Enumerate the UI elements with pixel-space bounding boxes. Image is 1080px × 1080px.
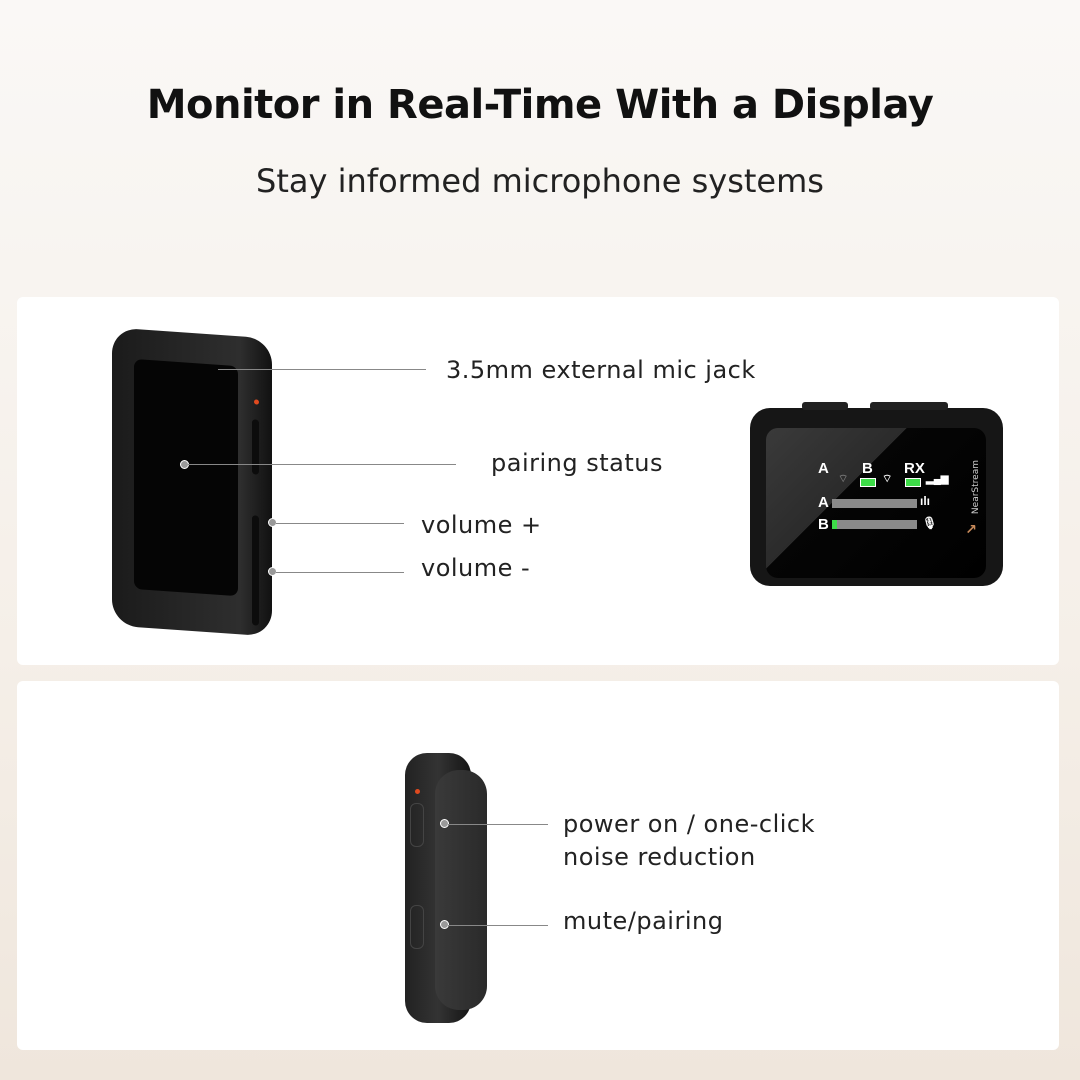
battery-rx-icon xyxy=(905,478,921,487)
page-subtitle: Stay informed microphone systems xyxy=(256,162,824,200)
battery-b-icon xyxy=(860,478,876,487)
receiver-side-view xyxy=(112,327,272,637)
status-led xyxy=(254,399,259,405)
brand-logo: NearStream xyxy=(971,460,981,515)
wifi-a-icon: ⌔ xyxy=(838,473,849,485)
signal-icon: ▂▄▆ xyxy=(926,474,949,485)
transmitter-led xyxy=(415,789,420,794)
power-button xyxy=(410,803,424,847)
page-title: Monitor in Real-Time With a Display xyxy=(146,82,934,128)
brand-mark-icon: ↗ xyxy=(965,522,977,538)
mic-icon: 🎙 xyxy=(922,516,938,530)
screen-rx: RX xyxy=(904,460,925,477)
level-bar-b xyxy=(832,520,917,529)
callout-volume-down: volume - xyxy=(421,554,531,582)
screen-channel-a: A xyxy=(818,460,829,477)
wifi-b-icon: ⌔ xyxy=(882,473,893,485)
callout-mic-jack: 3.5mm external mic jack xyxy=(446,356,756,384)
mute-button xyxy=(410,905,424,949)
callout-mute-pairing: mute/pairing xyxy=(563,907,724,935)
waveform-icon: ılı xyxy=(920,494,931,508)
volume-rocker xyxy=(252,515,259,626)
callout-pairing-status: pairing status xyxy=(491,449,663,477)
pairing-button xyxy=(252,419,259,475)
transmitter-card xyxy=(17,681,1059,1050)
screen-row-a: A xyxy=(818,494,829,511)
screen-row-b: B xyxy=(818,516,829,533)
level-bar-a xyxy=(832,499,917,508)
transmitter-clip xyxy=(435,770,487,1010)
receiver-front-view: A B RX ⌔ ⌔ ▂▄▆ A ılı B 🎙 NearStream ↗ xyxy=(750,402,1003,586)
screen-channel-b: B xyxy=(862,460,873,477)
callout-volume-up: volume + xyxy=(421,511,542,539)
callout-power: power on / one-click noise reduction xyxy=(563,810,815,871)
receiver-screen-side xyxy=(134,358,238,597)
